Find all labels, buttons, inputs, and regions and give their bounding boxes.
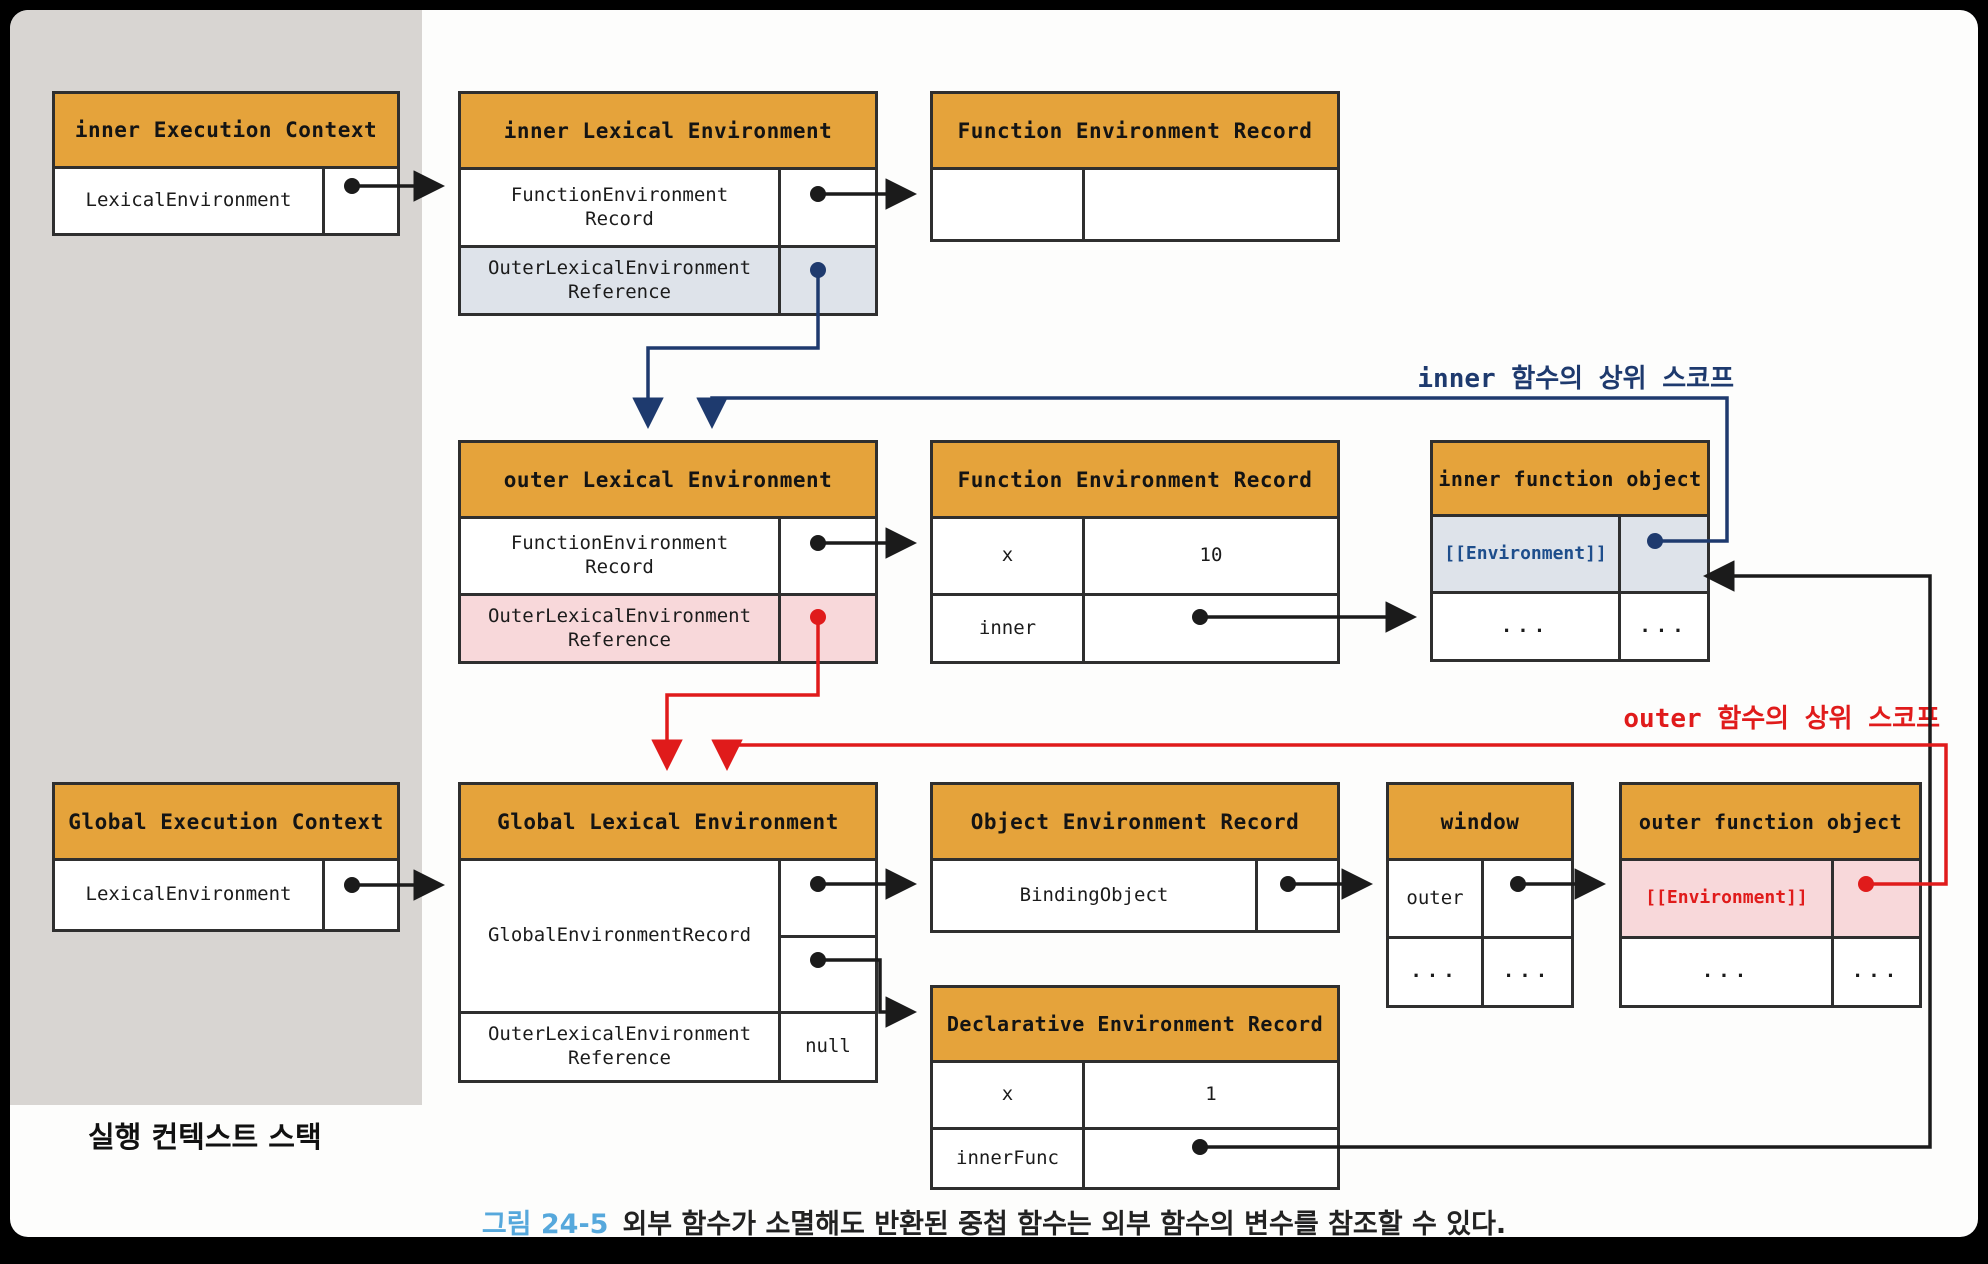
ellipsis-cell: ... bbox=[1410, 960, 1460, 983]
pointer-cell bbox=[778, 248, 875, 313]
box-title: Object Environment Record bbox=[933, 785, 1337, 861]
outer-function-object-box: outer function object [[Environment]] ..… bbox=[1619, 782, 1922, 1008]
outer-lexical-environment-reference-cell: OuterLexicalEnvironment Reference bbox=[461, 248, 778, 313]
empty-cell bbox=[933, 170, 1082, 239]
inner-execution-context-box: inner Execution Context LexicalEnvironme… bbox=[52, 91, 400, 236]
global-execution-context-box: Global Execution Context LexicalEnvironm… bbox=[52, 782, 400, 932]
function-environment-record-mid-box: Function Environment Record x 10 inner bbox=[930, 440, 1340, 664]
pointer-cell bbox=[778, 519, 875, 593]
pointer-cell-declarative-record bbox=[781, 934, 875, 1012]
outer-label-cell: outer bbox=[1406, 886, 1464, 909]
function-environment-record-cell: FunctionEnvironment Record bbox=[510, 532, 729, 578]
empty-cell bbox=[1082, 170, 1337, 239]
pointer-cell bbox=[778, 596, 875, 661]
pointer-cell bbox=[1255, 861, 1337, 930]
declarative-environment-record-box: Declarative Environment Record x 1 inner… bbox=[930, 985, 1340, 1190]
inner-label-cell: inner bbox=[978, 616, 1037, 639]
ellipsis-cell: ... bbox=[1831, 939, 1919, 1005]
execution-context-stack-label: 실행 컨텍스트 스택 bbox=[88, 1120, 322, 1154]
lexical-environment-cell: LexicalEnvironment bbox=[85, 189, 292, 212]
outer-lexical-environment-box: outer Lexical Environment FunctionEnviro… bbox=[458, 440, 878, 664]
box-title: inner Lexical Environment bbox=[461, 94, 875, 170]
pointer-cell bbox=[1618, 517, 1707, 591]
x-value-cell: 1 bbox=[1082, 1063, 1337, 1127]
pointer-cell bbox=[1481, 861, 1571, 936]
box-title: Function Environment Record bbox=[933, 443, 1337, 519]
environment-slot-cell: [[Environment]] bbox=[1433, 517, 1618, 591]
pointer-cell bbox=[322, 861, 397, 929]
outer-lexical-environment-reference-cell: OuterLexicalEnvironment Reference bbox=[487, 1023, 752, 1069]
pointer-cell bbox=[778, 170, 875, 245]
function-environment-record-cell: FunctionEnvironment Record bbox=[510, 183, 729, 230]
global-lexical-environment-box: Global Lexical Environment GlobalEnviron… bbox=[458, 782, 878, 1083]
pointer-cell bbox=[322, 169, 397, 233]
binding-object-cell: BindingObject bbox=[1019, 883, 1169, 906]
inner-scope-annotation: inner 함수의 상위 스코프 bbox=[1417, 364, 1734, 394]
x-label-cell: x bbox=[1001, 1083, 1014, 1106]
ellipsis-cell: ... bbox=[1500, 614, 1551, 637]
environment-slot-cell: [[Environment]] bbox=[1622, 861, 1831, 936]
box-title: Global Lexical Environment bbox=[461, 785, 875, 861]
global-environment-record-cell: GlobalEnvironmentRecord bbox=[487, 924, 752, 947]
pointer-cell-object-record bbox=[781, 861, 875, 935]
box-title: outer Lexical Environment bbox=[461, 443, 875, 519]
box-title: outer function object bbox=[1622, 785, 1919, 861]
ellipsis-cell: ... bbox=[1701, 960, 1752, 983]
inner-func-label-cell: innerFunc bbox=[956, 1146, 1059, 1169]
box-title: Function Environment Record bbox=[933, 94, 1337, 170]
diagram-page: inner Execution Context LexicalEnvironme… bbox=[10, 10, 1978, 1237]
figure-caption: 그림 24-5 외부 함수가 소멸해도 반환된 중첩 함수는 외부 함수의 변수를… bbox=[10, 1202, 1978, 1237]
box-title: Declarative Environment Record bbox=[933, 988, 1337, 1063]
null-value-cell: null bbox=[778, 1014, 875, 1080]
pointer-cell bbox=[1082, 1130, 1337, 1187]
box-title: window bbox=[1389, 785, 1571, 861]
caption-text: 외부 함수가 소멸해도 반환된 중첩 함수는 외부 함수의 변수를 참조할 수 … bbox=[622, 1209, 1507, 1237]
object-environment-record-box: Object Environment Record BindingObject bbox=[930, 782, 1340, 933]
pointer-cell bbox=[1082, 596, 1337, 661]
box-title: inner Execution Context bbox=[55, 94, 397, 169]
ellipsis-cell: ... bbox=[1481, 939, 1571, 1005]
x-value-cell: 10 bbox=[1082, 519, 1337, 593]
outer-lexical-environment-reference-cell: OuterLexicalEnvironment Reference bbox=[461, 596, 778, 661]
pointer-cell bbox=[1831, 861, 1919, 936]
inner-function-object-box: inner function object [[Environment]] ..… bbox=[1430, 440, 1710, 662]
box-title: inner function object bbox=[1433, 443, 1707, 517]
lexical-environment-cell: LexicalEnvironment bbox=[85, 883, 292, 906]
window-object-box: window outer ... ... bbox=[1386, 782, 1574, 1008]
box-title: Global Execution Context bbox=[55, 785, 397, 861]
ellipsis-cell: ... bbox=[1618, 594, 1707, 659]
x-label-cell: x bbox=[1001, 544, 1014, 567]
outer-scope-annotation: outer 함수의 상위 스코프 bbox=[1623, 704, 1940, 734]
inner-lexical-environment-box: inner Lexical Environment FunctionEnviro… bbox=[458, 91, 878, 316]
function-environment-record-top-box: Function Environment Record bbox=[930, 91, 1340, 242]
figure-number: 그림 24-5 bbox=[481, 1209, 609, 1237]
